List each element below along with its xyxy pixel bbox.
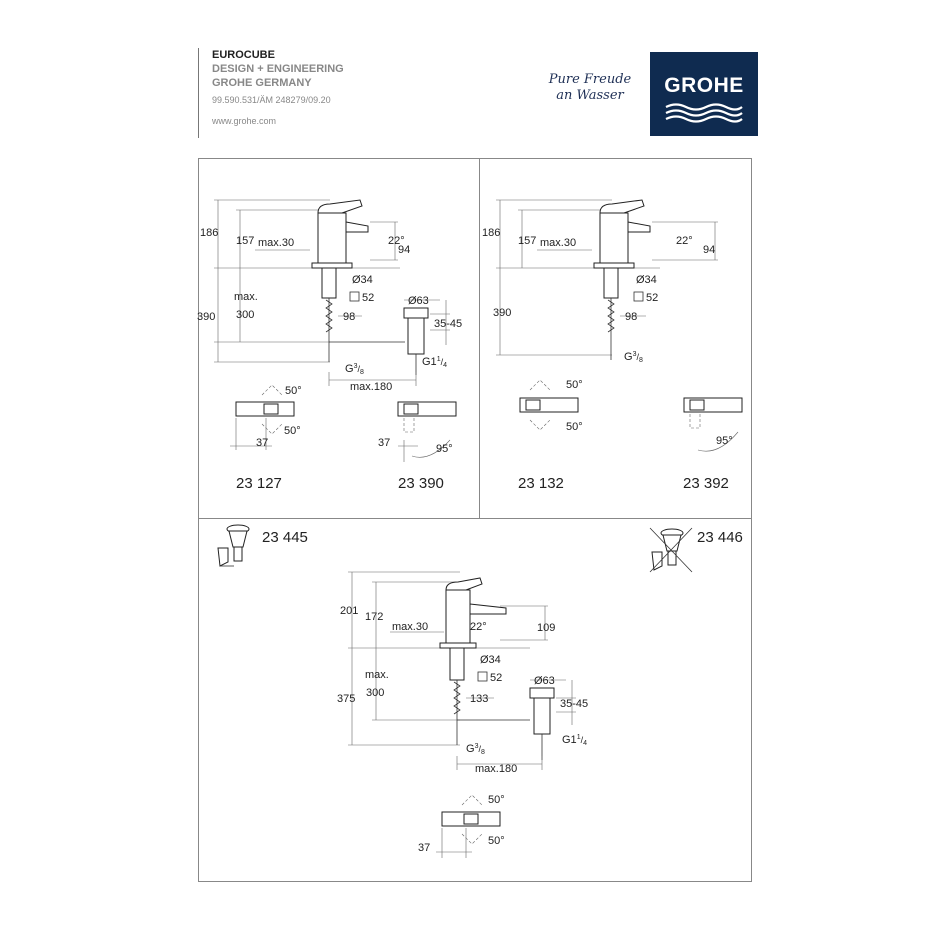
left-model-b: 23 390 (398, 475, 444, 492)
header-line-design: DESIGN + ENGINEERING (212, 63, 344, 75)
bottom-dim-g114: G11/4 (562, 734, 587, 747)
bottom-dim-max30: max.30 (392, 621, 428, 633)
left-dim-300: 300 (236, 309, 254, 321)
logo-wordmark: GROHE (664, 74, 744, 97)
document-header: EUROCUBE DESIGN + ENGINEERING GROHE GERM… (198, 48, 344, 138)
right-dim-390: 390 (493, 307, 511, 319)
grohe-logo: GROHE (650, 52, 758, 136)
frame-divider-vertical (479, 158, 480, 519)
slogan-line-2: an Wasser (556, 88, 624, 103)
bottom-dim-sq52: 52 (490, 672, 502, 684)
right-dim-angle-95: 95° (716, 435, 733, 447)
left-dim-98: 98 (343, 311, 355, 323)
bottom-dim-375: 375 (337, 693, 355, 705)
left-dim-angle: 22° (388, 235, 405, 247)
panel-bottom-drawing: 23 445 23 446 (217, 524, 743, 858)
drawing-frame (198, 158, 752, 882)
bottom-waste-with: 23 445 (262, 529, 308, 546)
left-dim-35-45: 35-45 (434, 318, 462, 330)
bottom-waste-without: 23 446 (697, 529, 743, 546)
right-dim-angle-50a: 50° (566, 379, 583, 391)
left-dim-g38: G3/8 (345, 363, 364, 376)
bottom-dim-g38: G3/8 (466, 743, 485, 756)
left-dim-g114: G11/4 (422, 356, 447, 369)
right-model-b: 23 392 (683, 475, 729, 492)
left-dim-max180: max.180 (350, 381, 392, 393)
left-dim-dia63: Ø63 (408, 295, 429, 307)
header-line-company: GROHE GERMANY (212, 77, 312, 89)
website-link[interactable]: www.grohe.com (212, 116, 277, 126)
left-dim-37b: 37 (378, 437, 390, 449)
no-waste-icon (649, 527, 693, 573)
left-dim-max30: max.30 (258, 237, 294, 249)
right-dim-angle-50b: 50° (566, 421, 583, 433)
left-dim-angle-95: 95° (436, 443, 453, 455)
left-dim-angle-50a: 50° (285, 385, 302, 397)
bottom-dim-total-height: 201 (340, 605, 358, 617)
bottom-dim-37: 37 (418, 842, 430, 854)
bottom-dim-angle-50b: 50° (488, 835, 505, 847)
left-dim-sq52: 52 (362, 292, 374, 304)
brand-slogan: Pure Freude an Wasser (545, 72, 635, 104)
left-model-a: 23 127 (236, 475, 282, 492)
slogan-line-1: Pure Freude (548, 72, 632, 87)
left-dim-total-height: 186 (200, 227, 218, 239)
bottom-dim-dia63: Ø63 (534, 675, 555, 687)
left-dim-390: 390 (197, 311, 215, 323)
right-dim-sq52: 52 (646, 292, 658, 304)
product-name: EUROCUBE (212, 49, 275, 61)
left-dim-angle-50b: 50° (284, 425, 301, 437)
bottom-dim-133: 133 (470, 693, 488, 705)
left-dim-dia34: Ø34 (352, 274, 373, 286)
right-dim-spout-height: 157 (518, 235, 536, 247)
bottom-dim-spout-height: 172 (365, 611, 383, 623)
bottom-dim-angle-50a: 50° (488, 794, 505, 806)
left-dim-spout-height: 157 (236, 235, 254, 247)
right-dim-dia34: Ø34 (636, 274, 657, 286)
bottom-dim-max180: max.180 (475, 763, 517, 775)
right-model-a: 23 132 (518, 475, 564, 492)
bottom-dim-300: 300 (366, 687, 384, 699)
right-dim-98: 98 (625, 311, 637, 323)
panel-left-drawing: 186 157 max.30 22° 94 Ø34 52 98 max. 300… (197, 199, 462, 492)
bottom-dim-max-label: max. (365, 669, 389, 681)
frame-divider-horizontal (198, 518, 752, 519)
right-dim-reach: 94 (703, 244, 715, 256)
bottom-dim-angle: 22° (470, 621, 487, 633)
left-dim-max-label: max. (234, 291, 258, 303)
document-code: 99.590.531/ÄM 248279/09.20 (212, 95, 331, 105)
panel-right-drawing: 186 157 max.30 22° 94 Ø34 52 98 390 G3/8… (482, 199, 743, 492)
right-dim-total-height: 186 (482, 227, 500, 239)
right-dim-g38: G3/8 (624, 351, 643, 364)
left-dim-37a: 37 (256, 437, 268, 449)
bottom-dim-dia34: Ø34 (480, 654, 501, 666)
right-dim-max30: max.30 (540, 237, 576, 249)
pop-up-waste-icon (217, 524, 250, 567)
bottom-dim-reach: 109 (537, 622, 555, 634)
bottom-dim-35-45: 35-45 (560, 698, 588, 710)
wave-icon (665, 103, 743, 123)
left-dim-reach: 94 (398, 244, 410, 256)
right-dim-angle: 22° (676, 235, 693, 247)
